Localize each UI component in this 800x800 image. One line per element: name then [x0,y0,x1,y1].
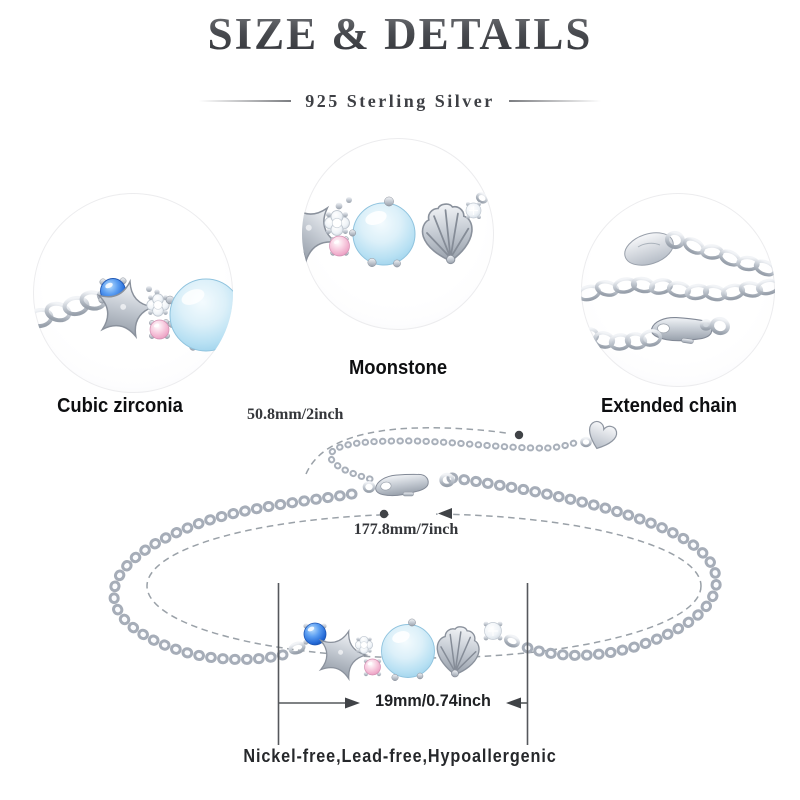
hypoallergenic-note: Nickel-free,Lead-free,Hypoallergenic [243,746,557,766]
white-zirconia-cluster-closeup [323,209,351,237]
pink-zirconia-gem-closeup [329,235,350,257]
subtitle-divider-left [199,100,292,102]
moonstone-gem [381,618,435,681]
pendant-measure-arrow-left [345,697,360,709]
label-cubic-zirconia: Cubic zirconia [57,395,183,417]
heart-tag [588,420,618,450]
extender-chain [327,437,584,483]
right-connector-link [504,634,520,648]
lobster-clasp [362,470,455,502]
bracelet-length-measurement: 177.8mm/7inch [353,521,459,538]
extender-chain-measurement: 50.8mm/2inch [247,406,344,423]
pendant-width-measure-lines [277,583,529,745]
extender-length-dashed-line [305,427,507,475]
lobster-clasp-closeup [650,316,730,345]
cubic-zirconia-closeup [33,275,233,352]
extender-links-middle-row [581,276,775,302]
white-zirconia-cluster [354,635,374,655]
brand-tag [624,230,685,266]
moonstone-closeup [302,188,489,269]
subtitle-divider-right [508,100,601,102]
white-zirconia-cluster-closeup [146,293,170,317]
tag-jump-ring [580,436,592,448]
length-measure-arrow [438,508,452,519]
left-connector-link [288,641,306,655]
callout-moonstone [302,138,494,330]
material-subtitle: 925 Sterling Silver [305,90,495,111]
label-moonstone: Moonstone [348,357,448,379]
material-subtitle-row: 925 Sterling Silver [0,90,800,112]
extender-links-top-row [683,237,775,277]
callout-extended-chain [581,193,775,387]
pink-zirconia-gem-closeup [149,319,170,340]
cable-chain [108,472,722,665]
dashed-gap-mask [389,505,436,522]
extender-measure-dot [514,430,524,440]
extended-chain-closeup [581,230,775,351]
white-zirconia-gem-closeup [465,192,489,219]
label-extended-chain: Extended chain [601,395,737,417]
white-zirconia-gem [483,621,503,641]
page-title: SIZE & DETAILS [0,8,800,60]
pendant-measure-arrow-right [506,697,521,709]
pink-zirconia-gem [363,658,382,677]
pendant-width-measurement: 19mm/0.74inch [375,691,491,710]
length-measure-dot [379,509,389,519]
callout-cubic-zirconia [33,193,233,393]
moonstone-edge-closeup [165,278,233,352]
moonstone-gem-closeup [349,196,416,268]
centerpiece [288,618,520,683]
shell-charm [432,623,483,681]
